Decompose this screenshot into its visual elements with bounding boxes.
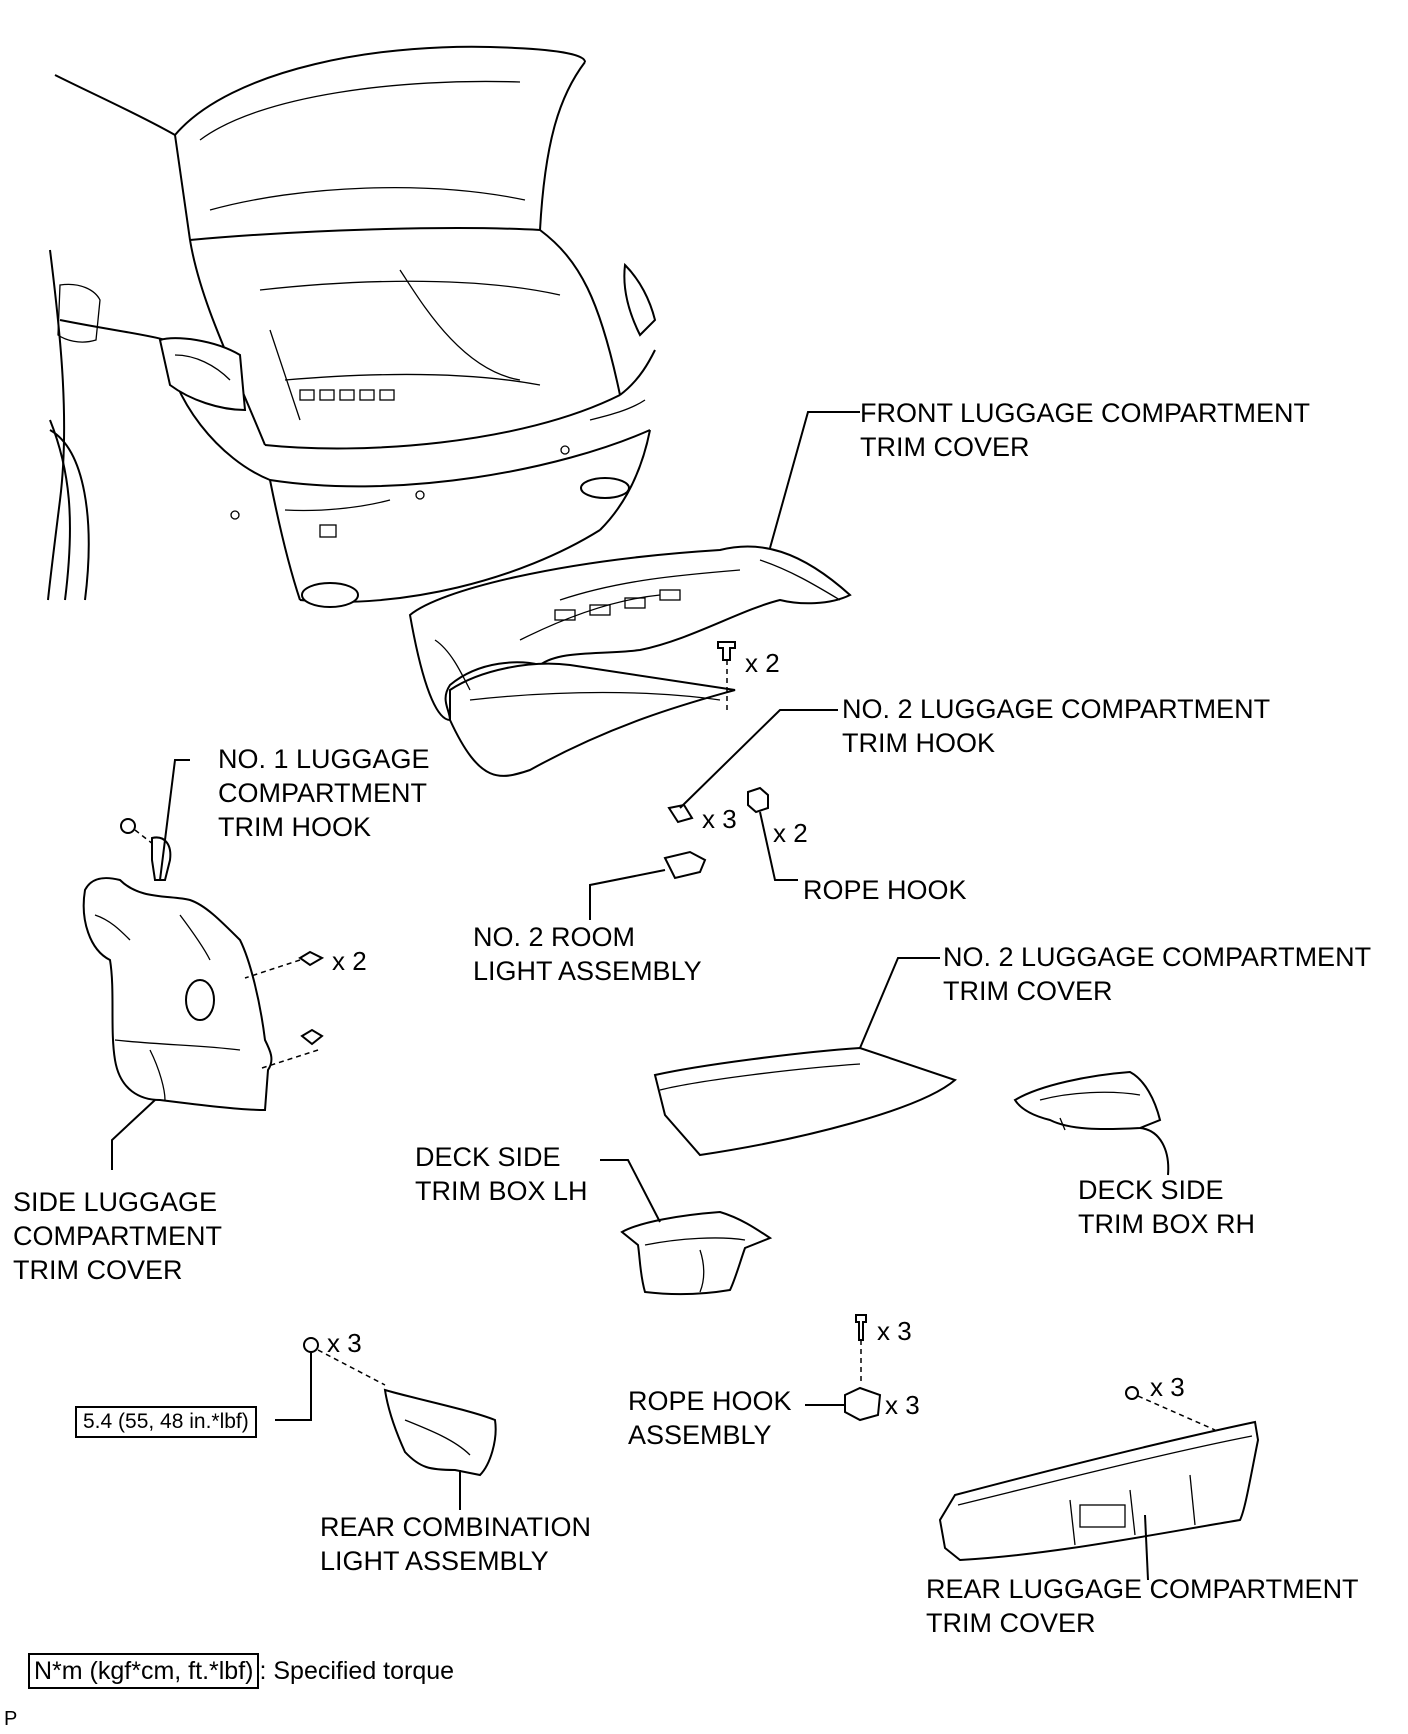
- qty-side-cover-clip: x 2: [332, 946, 367, 976]
- torque-legend: N*m (kgf*cm, ft.*lbf): Specified torque: [28, 1653, 454, 1689]
- deck-side-trim-box-lh: [600, 1159, 773, 1296]
- front-luggage-compartment-trim-cover: [408, 545, 852, 777]
- qty-rear-cover-clip: x 3: [1150, 1372, 1185, 1402]
- qty-light-nut: x 3: [327, 1328, 362, 1358]
- label-rope-hook: ROPE HOOK: [803, 875, 967, 905]
- side-luggage-compartment-trim-cover: [82, 877, 273, 1170]
- no2-trim-hook: [667, 709, 838, 824]
- figure-code: P: [4, 1708, 18, 1730]
- no2-room-light-assembly: [589, 850, 707, 920]
- rear-luggage-compartment-trim-cover: [938, 1386, 1260, 1581]
- qty-rope-assy: x 3: [885, 1390, 920, 1420]
- no2-luggage-compartment-trim-cover: [653, 957, 957, 1157]
- front-cover-clip: [717, 641, 736, 710]
- deck-side-trim-box-rh: [1013, 1070, 1170, 1176]
- vehicle-rear-body: [47, 45, 657, 608]
- legend-text: : Specified torque: [259, 1657, 455, 1685]
- side-cover-clips: [244, 950, 325, 1069]
- qty-front-cover-clip: x 2: [745, 648, 780, 678]
- legend-unit-box: N*m (kgf*cm, ft.*lbf): [28, 1653, 260, 1689]
- rear-combination-light-assembly: [275, 1337, 497, 1510]
- qty-no2-trim-hook: x 3: [702, 804, 737, 834]
- rope-hook: [747, 786, 798, 881]
- no1-trim-hook: [120, 759, 190, 881]
- qty-rope-hook: x 2: [773, 818, 808, 848]
- torque-spec-box: 5.4 (55, 48 in.*lbf): [75, 1406, 257, 1438]
- rope-hook-assembly: [805, 1314, 882, 1422]
- qty-rope-assy-bolt: x 3: [877, 1316, 912, 1346]
